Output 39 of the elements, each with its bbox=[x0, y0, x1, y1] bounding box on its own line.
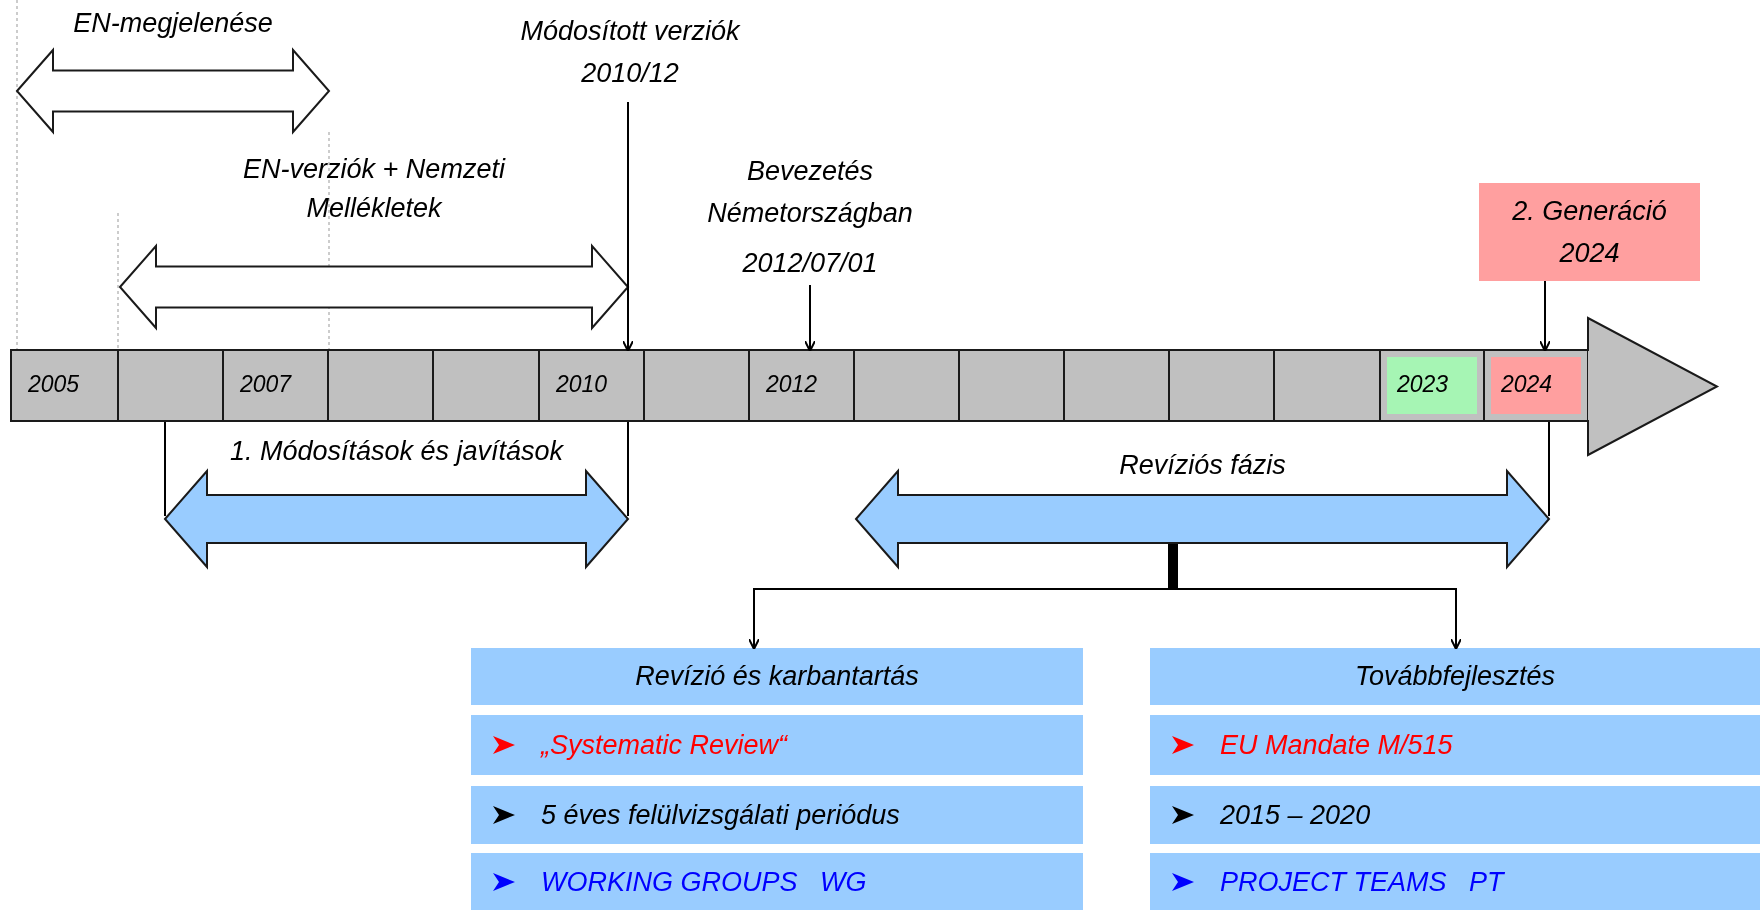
list-item-box bbox=[1150, 786, 1760, 844]
range-label: Revíziós fázis bbox=[1118, 449, 1287, 482]
timeline-cell bbox=[959, 350, 1064, 421]
timeline-cell bbox=[1274, 350, 1380, 421]
timeline-cell bbox=[328, 350, 433, 421]
timeline-cell bbox=[118, 350, 223, 421]
year-cell: 2024 bbox=[1484, 350, 1588, 421]
list-item-text: 2015 – 2020 bbox=[1220, 799, 1371, 832]
annotation-text: Módosított verziók 2010/12 bbox=[519, 15, 742, 90]
year-cell: 2023 bbox=[1380, 350, 1484, 421]
list-item-box bbox=[1150, 715, 1760, 775]
list-item-text: „Systematic Review“ bbox=[541, 729, 788, 762]
arrow bbox=[804, 284, 816, 352]
timeline-cell bbox=[1064, 350, 1169, 421]
range-label: 1. Módosítások és javítások bbox=[228, 435, 565, 468]
timeline-cell bbox=[644, 350, 749, 421]
timeline-cell bbox=[854, 350, 959, 421]
list-item-text: PROJECT TEAMS PT bbox=[1220, 865, 1504, 899]
list-item-text: 5 éves felülvizsgálati periódus bbox=[541, 799, 900, 832]
annotation-text: 2012/07/01 bbox=[741, 247, 879, 280]
list-item-box bbox=[471, 853, 1083, 910]
list-item-box bbox=[1150, 853, 1760, 910]
list-item-box bbox=[471, 786, 1083, 844]
arrow bbox=[1539, 280, 1551, 352]
range-label: EN-verziók + Nemzeti Mellékletek bbox=[242, 153, 507, 225]
list-item-text: WORKING GROUPS WG bbox=[541, 865, 867, 899]
timeline-cell bbox=[433, 350, 539, 421]
year-cell: 2012 bbox=[749, 350, 854, 421]
header-box: Revízió és karbantartás bbox=[471, 648, 1083, 705]
range-label: EN-megjelenése bbox=[72, 7, 274, 40]
list-item-box bbox=[471, 715, 1083, 775]
year-cell: 2007 bbox=[223, 350, 328, 421]
annotation-text: Bevezetés Németországban bbox=[706, 155, 914, 230]
timeline-cell bbox=[1169, 350, 1274, 421]
list-item-text: EU Mandate M/515 bbox=[1220, 729, 1453, 762]
label-box: 2. Generáció 2024 bbox=[1479, 183, 1700, 281]
header-box: Továbbfejlesztés bbox=[1150, 648, 1760, 705]
arrow bbox=[622, 101, 634, 352]
year-cell: 2010 bbox=[539, 350, 644, 421]
